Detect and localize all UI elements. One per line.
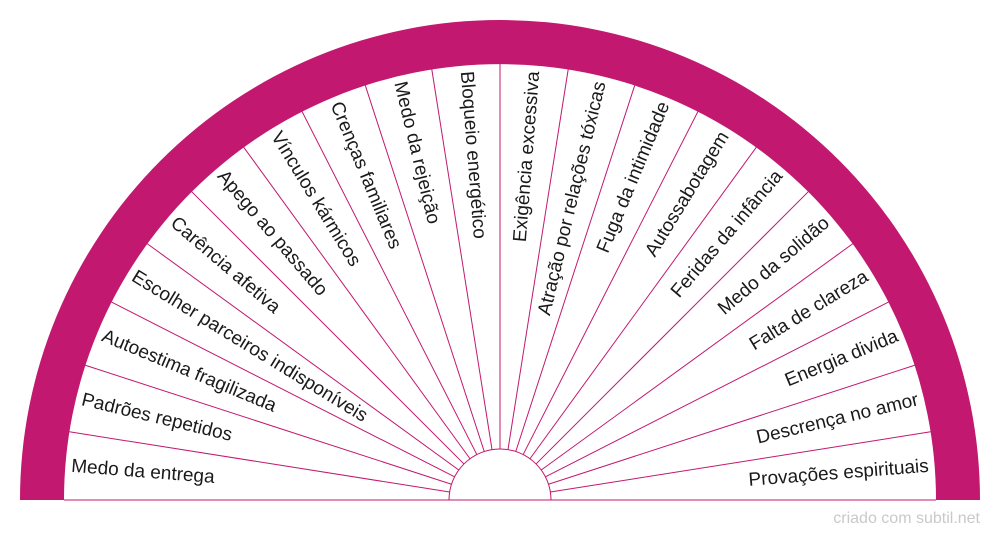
segment-divider — [364, 85, 485, 452]
segment-divider — [540, 243, 854, 471]
segment-divider — [535, 191, 809, 465]
segment-label: Medo da entrega — [71, 456, 216, 488]
segment-divider — [146, 243, 460, 471]
segment-label: Bloqueio energético — [456, 71, 490, 240]
segment-label: Medo da rejeição — [389, 79, 443, 226]
credit-text: criado com subtil.net — [833, 510, 980, 527]
segment-divider — [550, 431, 931, 493]
segment-divider — [507, 69, 569, 450]
segment-divider — [548, 364, 915, 485]
segment-divider — [301, 111, 478, 455]
segment-divider — [515, 85, 636, 452]
segment-divider — [529, 146, 757, 460]
segment-label: Descrença no amor — [754, 389, 921, 448]
segment-divider — [111, 301, 455, 478]
segment-divider — [431, 69, 493, 450]
segment-label: Atração por relações tóxicas — [534, 79, 610, 317]
segment-dividers — [64, 64, 936, 501]
segment-divider — [85, 364, 452, 485]
segment-divider — [522, 111, 699, 455]
segment-divider — [191, 191, 465, 465]
segment-label: Provações espirituais — [748, 456, 930, 491]
segment-divider — [243, 146, 471, 460]
segment-divider — [69, 431, 450, 493]
segment-label: Exigência excessiva — [510, 70, 544, 243]
segment-label: Energia divida — [782, 326, 902, 392]
segment-divider — [545, 301, 889, 478]
center-hub — [448, 448, 552, 501]
